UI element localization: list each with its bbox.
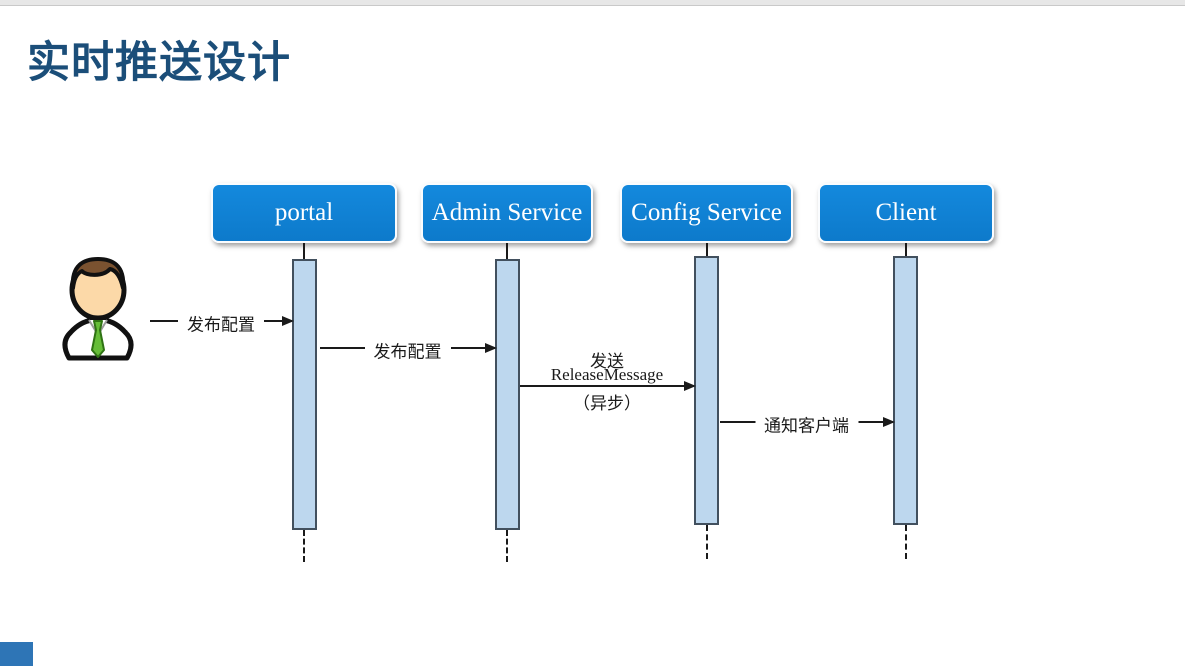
actor-label-admin-service: Admin Service <box>431 199 583 226</box>
page-title: 实时推送设计 <box>27 39 291 87</box>
activation-bar-portal <box>292 259 317 530</box>
arrowhead-icon <box>684 381 696 391</box>
arrowhead-icon <box>883 417 895 427</box>
person-icon <box>62 257 134 361</box>
actor-label-config-service: Config Service <box>631 199 782 226</box>
actor-box-client: Client <box>818 183 994 243</box>
actor-box-portal: portal <box>211 183 397 243</box>
message-arrow-release-message <box>520 381 696 391</box>
message-arrow-publish-config-2: 发布配置 <box>320 337 497 363</box>
message-arrow-notify-client: 通知客户端 <box>720 411 895 437</box>
message-label-send-line2: ReleaseMessage <box>550 365 664 384</box>
actor-label-portal: portal <box>274 199 334 226</box>
activation-bar-client <box>893 256 918 525</box>
lifeline-tail-client <box>905 525 907 559</box>
window-top-strip <box>0 0 1185 6</box>
lifeline-tail-admin-service <box>506 530 508 562</box>
lifeline-stub-admin-service <box>506 243 508 259</box>
message-label-notify-client: 通知客户端 <box>755 411 858 437</box>
message-arrow-publish-config-1: 发布配置 <box>150 310 294 336</box>
actor-box-config-service: Config Service <box>620 183 793 243</box>
activation-bar-admin-service <box>495 259 520 530</box>
message-label-publish-config-2: 发布配置 <box>364 337 451 363</box>
lifeline-stub-config-service <box>706 243 708 259</box>
arrowhead-icon <box>485 343 497 353</box>
lifeline-tail-portal <box>303 530 305 562</box>
arrowhead-icon <box>282 316 294 326</box>
message-label-send-line3: （异步） <box>573 394 641 413</box>
accent-square <box>0 642 33 666</box>
lifeline-tail-config-service <box>706 525 708 559</box>
message-label-send-line1: 发送 <box>590 352 624 371</box>
message-label-publish-config-1: 发布配置 <box>178 310 264 336</box>
actor-label-client: Client <box>875 199 937 226</box>
activation-bar-config-service <box>694 256 719 525</box>
lifeline-stub-portal <box>303 243 305 259</box>
lifeline-stub-client <box>905 243 907 259</box>
actor-box-admin-service: Admin Service <box>421 183 593 243</box>
